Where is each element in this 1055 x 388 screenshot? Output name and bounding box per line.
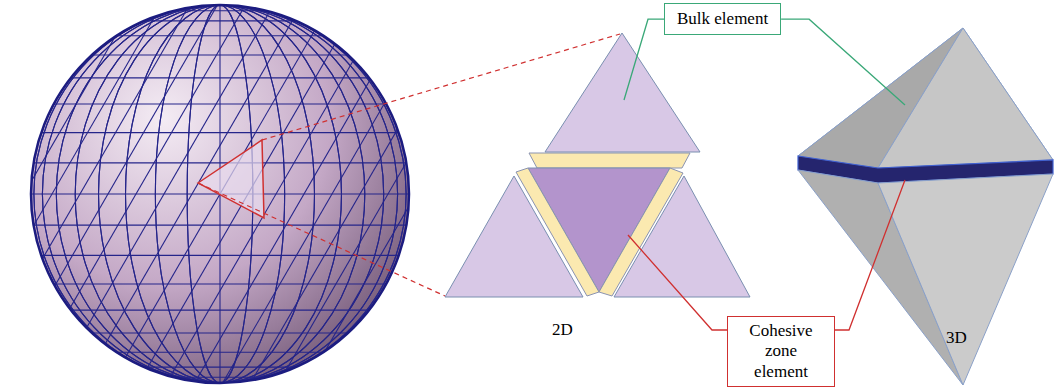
mesh-line: [75, 5, 365, 383]
bulk-triangle: [545, 33, 700, 152]
bulk-triangle: [445, 176, 583, 297]
sphere-outline: [31, 5, 409, 383]
mesh-line: [75, 5, 365, 383]
cohesive-band: [529, 153, 690, 168]
mesh-line: [99, 5, 342, 383]
mesh-line: [84, 0, 524, 388]
callout-box: Bulk element: [664, 3, 781, 35]
mesh-line: [34, 5, 406, 383]
mesh-line: [0, 0, 132, 388]
mesh-line: [56, 5, 383, 383]
zoom-line: [198, 183, 445, 296]
leader-lines: [624, 19, 905, 330]
mesh-line: [34, 5, 406, 383]
octa-face: [878, 174, 1053, 385]
mesh-line: [0, 0, 440, 388]
leader-line: [624, 19, 664, 100]
mesh-line: [0, 0, 48, 388]
mesh-line: [0, 0, 188, 388]
mesh-line: [155, 5, 284, 383]
leader-line: [781, 19, 905, 105]
mesh-line: [0, 0, 300, 388]
mesh-line: [99, 5, 342, 383]
mesh-line: [42, 5, 397, 383]
mesh-line: [56, 5, 383, 383]
mesh-line: [168, 0, 608, 388]
callout-text: Cohesive zone element: [738, 321, 824, 382]
mesh-line: [126, 5, 315, 383]
leader-line: [835, 180, 905, 330]
view-label: 2D: [552, 320, 573, 340]
mesh-line: [28, 0, 468, 388]
callout-box: Cohesive zone element: [727, 316, 835, 387]
octa-face: [878, 28, 1053, 168]
bulk-triangle: [614, 176, 750, 297]
mesh-line: [392, 0, 832, 388]
mesh-line: [0, 0, 356, 388]
mesh-line: [155, 5, 284, 383]
mesh-line: [280, 0, 720, 388]
mesh-line: [126, 5, 315, 383]
leader-line: [628, 235, 727, 330]
mesh-line: [0, 0, 76, 388]
mesh-line: [336, 0, 776, 388]
view-label: 3D: [946, 328, 967, 348]
mesh-line: [112, 0, 552, 388]
callout-text: Bulk element: [677, 9, 768, 29]
mesh-line: [42, 5, 397, 383]
mesh-line: [56, 0, 496, 388]
mesh-line: [0, 0, 244, 388]
sphere-mesh: [0, 0, 832, 388]
mesh-line: [0, 0, 412, 388]
selected-triangle: [198, 140, 264, 218]
